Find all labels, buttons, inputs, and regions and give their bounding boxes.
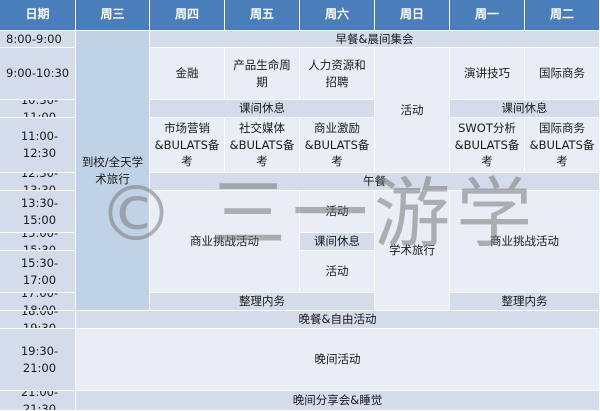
header-date: 日期	[0, 0, 76, 31]
sunday-academic-trip-cell: 学术旅行	[375, 191, 450, 311]
friday-social-media-cell: 社交媒体 &BULATS备 考	[225, 118, 300, 173]
housekeeping-right-cell: 整理内务	[450, 293, 600, 311]
tuesday-intl-business-cell: 国际商务	[525, 48, 600, 100]
time-slot: 19:30-21:00	[0, 329, 76, 391]
header-tuesday: 周二	[525, 0, 600, 31]
evening-sharing-cell: 晚间分享会&睡觉	[76, 391, 600, 411]
saturday-activity-cell: 活动	[300, 191, 375, 233]
business-challenge-left-cell: 商业挑战活动	[150, 191, 300, 293]
thursday-finance-cell: 金融	[150, 48, 225, 100]
housekeeping-left-cell: 整理内务	[150, 293, 375, 311]
time-slot: 12:30-13:30	[0, 173, 76, 191]
header-saturday: 周六	[300, 0, 375, 31]
header-thursday: 周四	[150, 0, 225, 31]
tuesday-intl-business-bulats-cell: 国际商务 &BULATS备 考	[525, 118, 600, 173]
business-challenge-right-cell: 商业挑战活动	[450, 191, 600, 293]
time-slot: 8:00-9:00	[0, 31, 76, 48]
time-slot: 11:00-12:30	[0, 118, 76, 173]
header-monday: 周一	[450, 0, 525, 31]
time-slot: 15:00-15:30	[0, 233, 76, 251]
time-slot: 21:00-21:30	[0, 391, 76, 411]
sunday-activity-cell: 活动	[375, 48, 450, 173]
time-slot: 18:00-19:30	[0, 311, 76, 329]
saturday-hr-cell: 人力资源和 招聘	[300, 48, 375, 100]
time-slot: 9:00-10:30	[0, 48, 76, 100]
time-slot: 17:00-18:00	[0, 293, 76, 311]
dinner-cell: 晚餐&自由活动	[76, 311, 600, 329]
monday-speech-cell: 演讲技巧	[450, 48, 525, 100]
saturday-activity-cell-2: 活动	[300, 251, 375, 293]
saturday-motivation-cell: 商业激励 &BULATS备 考	[300, 118, 375, 173]
thursday-marketing-cell: 市场营销 &BULATS备 考	[150, 118, 225, 173]
header-wednesday: 周三	[76, 0, 150, 31]
header-sunday: 周日	[375, 0, 450, 31]
header-friday: 周五	[225, 0, 300, 31]
monday-swot-cell: SWOT分析 &BULATS备 考	[450, 118, 525, 173]
break-cell-right: 课间休息	[450, 100, 600, 118]
wednesday-trip-cell: 到校/全天学 术旅行	[76, 31, 150, 311]
time-slot: 15:30-17:00	[0, 251, 76, 293]
break-cell-left: 课间休息	[150, 100, 375, 118]
friday-product-lifecycle-cell: 产品生命周 期	[225, 48, 300, 100]
evening-activity-cell: 晚间活动	[76, 329, 600, 391]
saturday-break-cell: 课间休息	[300, 233, 375, 251]
breakfast-cell: 早餐&晨间集会	[150, 31, 600, 48]
lunch-cell: 午餐	[150, 173, 600, 191]
time-slot: 10:30-11:00	[0, 100, 76, 118]
time-slot: 13:30-15:00	[0, 191, 76, 233]
